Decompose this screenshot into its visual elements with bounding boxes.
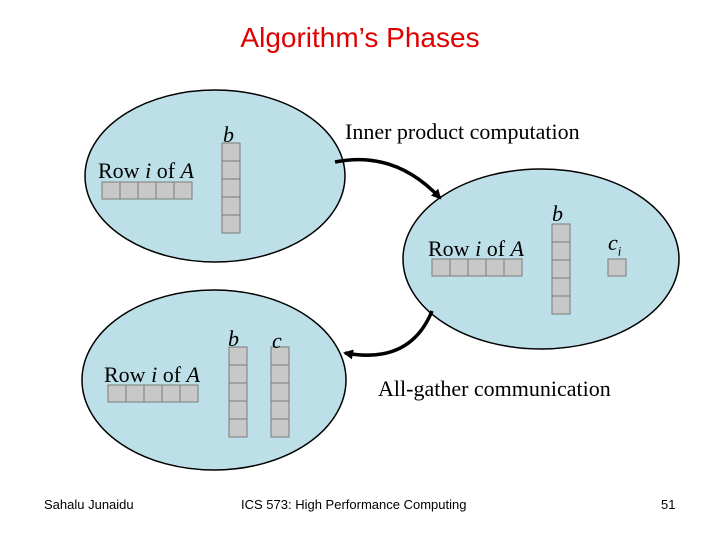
phase1-b-vector-cell [221, 214, 241, 234]
phase1-b-vector-cell [221, 196, 241, 216]
phase1-row-vector-cell [137, 181, 157, 200]
phase2-b-label: b [552, 201, 563, 226]
phase3-c-vector-cell [270, 400, 290, 420]
phase3-c-vector-cell [270, 382, 290, 402]
phase1-row-label: Row i of A [98, 158, 194, 183]
arrow-phase1-to-phase2 [334, 157, 442, 200]
phase3-row-label: Row i of A [104, 362, 200, 387]
phase2-b-vector-cell [551, 277, 571, 297]
phase1-ellipse [84, 89, 346, 263]
phase2-b-vector-cell [551, 295, 571, 315]
phase1-b-label: b [223, 122, 234, 147]
phase1-b-vector-cell [221, 160, 241, 180]
footer-course: ICS 573: High Performance Computing [241, 497, 467, 512]
phase3-b-vector-cell [228, 382, 248, 402]
phase3-caption: All-gather communication [378, 376, 611, 401]
phase2-row-vector-cell [503, 258, 523, 277]
phase3-b-vector-cell [228, 418, 248, 438]
phase3-c-vector-cell [270, 364, 290, 384]
phase1-caption: Inner product computation [345, 119, 580, 144]
arrow-phase2-to-phase3 [343, 310, 434, 360]
phase1-row-vector-cell [119, 181, 139, 200]
footer-author: Sahalu Junaidu [44, 497, 134, 512]
phase3-c-vector-cell [270, 418, 290, 438]
phase1-row-vector-cell [101, 181, 121, 200]
phase2-row-label: Row i of A [428, 236, 524, 261]
phase1-row-vector-cell [173, 181, 193, 200]
phase2-b-vector-cell [551, 241, 571, 261]
phase3-b-vector-cell [228, 364, 248, 384]
phase2-ci-cell-cell [607, 258, 627, 277]
phase3-c-label: c [272, 328, 282, 353]
phase2-b-vector-cell [551, 259, 571, 279]
phase3-b-vector-cell [228, 400, 248, 420]
footer-page-number: 51 [661, 497, 676, 512]
phase2-ellipse [402, 168, 680, 350]
phase1-row-vector-cell [155, 181, 175, 200]
slide-title: Algorithm’s Phases [240, 22, 480, 53]
phase2-c-label: ci [608, 230, 622, 259]
phase3-b-label: b [228, 326, 239, 351]
phase1-b-vector-cell [221, 178, 241, 198]
phase3-row-vector-cell [179, 384, 199, 403]
